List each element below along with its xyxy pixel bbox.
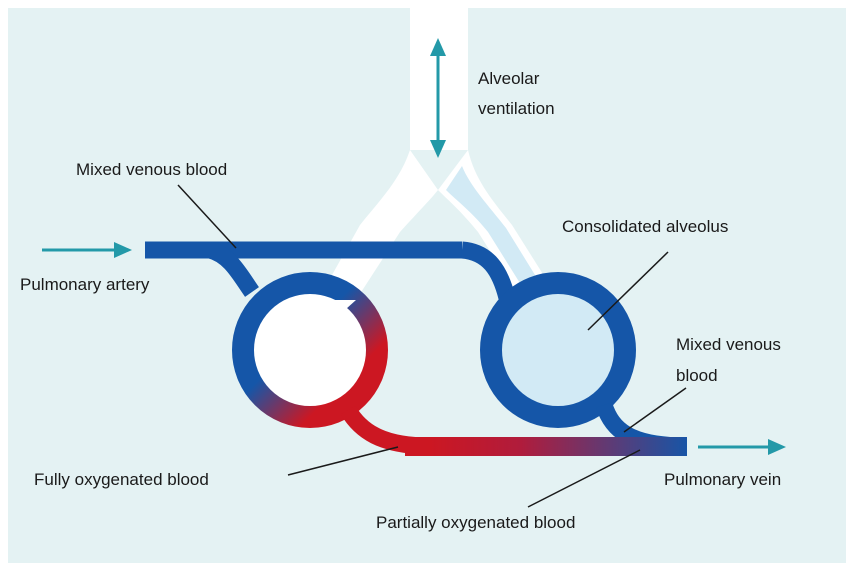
label-pulmonary-artery: Pulmonary artery <box>20 275 150 294</box>
label-pulmonary-vein: Pulmonary vein <box>664 470 781 489</box>
pulmonary-vein <box>405 437 687 456</box>
label-consolidated-alveolus: Consolidated alveolus <box>562 217 728 236</box>
label-mixed-venous-blood-right: Mixed venous <box>676 335 781 354</box>
label-mixed-venous-blood-right-line2: blood <box>676 366 718 385</box>
label-partially-oxygenated-blood: Partially oxygenated blood <box>376 513 575 532</box>
label-alveolar-ventilation-line2: ventilation <box>478 99 555 118</box>
label-fully-oxygenated-blood: Fully oxygenated blood <box>34 470 209 489</box>
label-alveolar-ventilation: Alveolar <box>478 69 540 88</box>
ventilated-alveolus <box>243 283 377 417</box>
label-mixed-venous-blood-top: Mixed venous blood <box>76 160 227 179</box>
consolidated-alveolus <box>491 283 625 417</box>
